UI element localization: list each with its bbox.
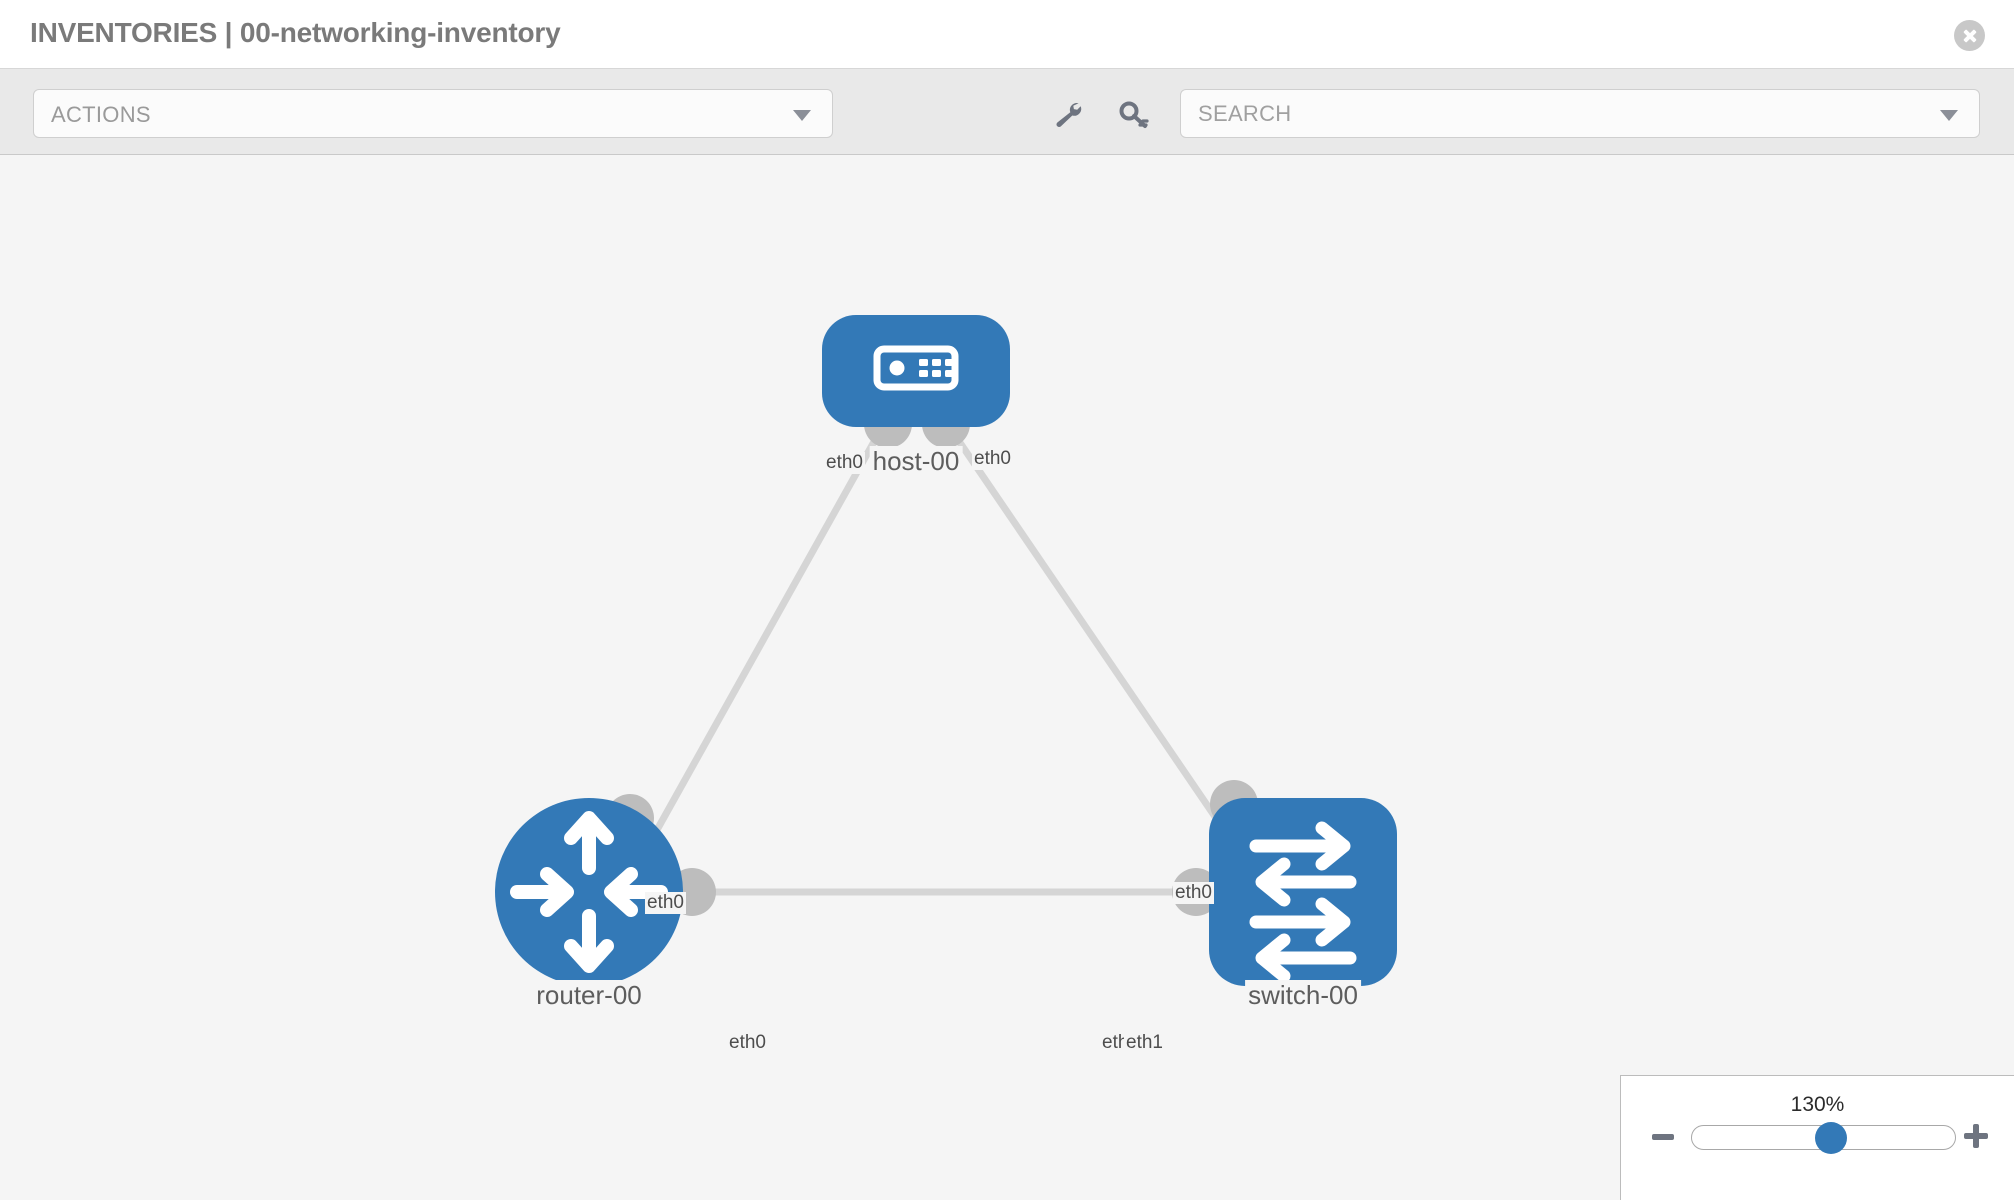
toolbar: ACTIONS	[0, 69, 2014, 155]
port-label-switch-router-partial: eth	[1100, 1032, 1131, 1054]
port-label-router-host: eth0	[645, 892, 686, 914]
node-switch-00[interactable]	[1209, 798, 1397, 986]
node-label-switch-00: switch-00	[1245, 980, 1361, 1011]
chevron-down-icon[interactable]	[1940, 110, 1958, 121]
link-host-router[interactable]	[644, 429, 884, 848]
node-host-00[interactable]	[822, 315, 1010, 427]
close-icon[interactable]	[1954, 20, 1985, 51]
zoom-level-label: 130%	[1790, 1093, 1845, 1116]
key-icon[interactable]	[1117, 101, 1151, 129]
node-router-00[interactable]	[495, 798, 683, 986]
node-label-router-00: router-00	[533, 980, 645, 1011]
actions-dropdown[interactable]: ACTIONS	[33, 89, 833, 138]
port-label-switch-host: eth0	[1173, 882, 1214, 904]
wrench-icon[interactable]	[1052, 101, 1086, 129]
node-label-host-00: host-00	[869, 446, 963, 477]
link-host-switch[interactable]	[949, 429, 1238, 848]
port-label-switch-router: eth1	[1124, 1032, 1165, 1054]
zoom-control-panel: 130%	[1620, 1075, 2014, 1200]
port-label-host-switch: eth0	[972, 448, 1013, 470]
page-header: INVENTORIES | 00-networking-inventory	[0, 0, 2014, 69]
port-label-host-router: eth0	[824, 452, 865, 474]
search-field[interactable]	[1180, 89, 1980, 138]
zoom-slider-thumb[interactable]	[1815, 1121, 1848, 1154]
chevron-down-icon	[793, 110, 811, 121]
zoom-out-button[interactable]	[1652, 1134, 1674, 1140]
zoom-slider-track[interactable]	[1691, 1121, 1956, 1154]
topology-canvas[interactable]: host-00 router-00 switch-00 eth0 eth0 et…	[0, 156, 2014, 1200]
actions-dropdown-label: ACTIONS	[51, 102, 151, 127]
page-title: INVENTORIES | 00-networking-inventory	[30, 17, 561, 48]
port-label-router-switch: eth0	[727, 1032, 768, 1054]
search-input[interactable]	[1198, 101, 1898, 127]
topology-graph	[495, 315, 1397, 986]
zoom-in-button[interactable]	[1962, 1122, 1990, 1150]
port-knobs	[606, 400, 1258, 916]
